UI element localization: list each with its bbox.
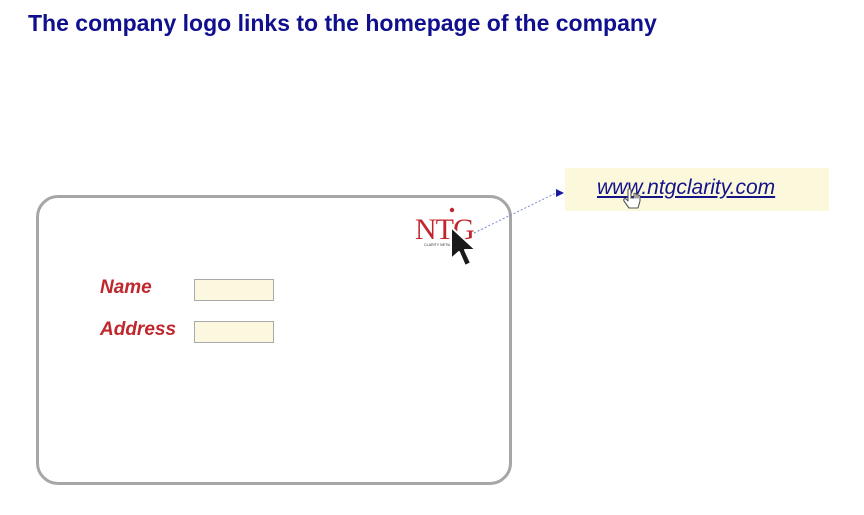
company-logo-link[interactable]: NTG CLARITY NETWORKS INC. bbox=[414, 205, 486, 249]
form-card bbox=[36, 195, 512, 485]
page-heading: The company logo links to the homepage o… bbox=[28, 10, 657, 36]
ntg-logo-icon: NTG CLARITY NETWORKS INC. bbox=[415, 207, 475, 247]
address-label: Address bbox=[100, 319, 177, 340]
logo-tagline: CLARITY NETWORKS INC. bbox=[424, 243, 469, 247]
arrowhead-icon bbox=[556, 189, 564, 197]
url-callout: www.ntgclarity.com bbox=[565, 168, 829, 211]
address-input[interactable] bbox=[194, 321, 274, 343]
logo-text: NTG bbox=[415, 213, 474, 246]
name-label: Name bbox=[100, 277, 152, 298]
name-input[interactable] bbox=[194, 279, 274, 301]
homepage-link[interactable]: www.ntgclarity.com bbox=[597, 176, 776, 199]
